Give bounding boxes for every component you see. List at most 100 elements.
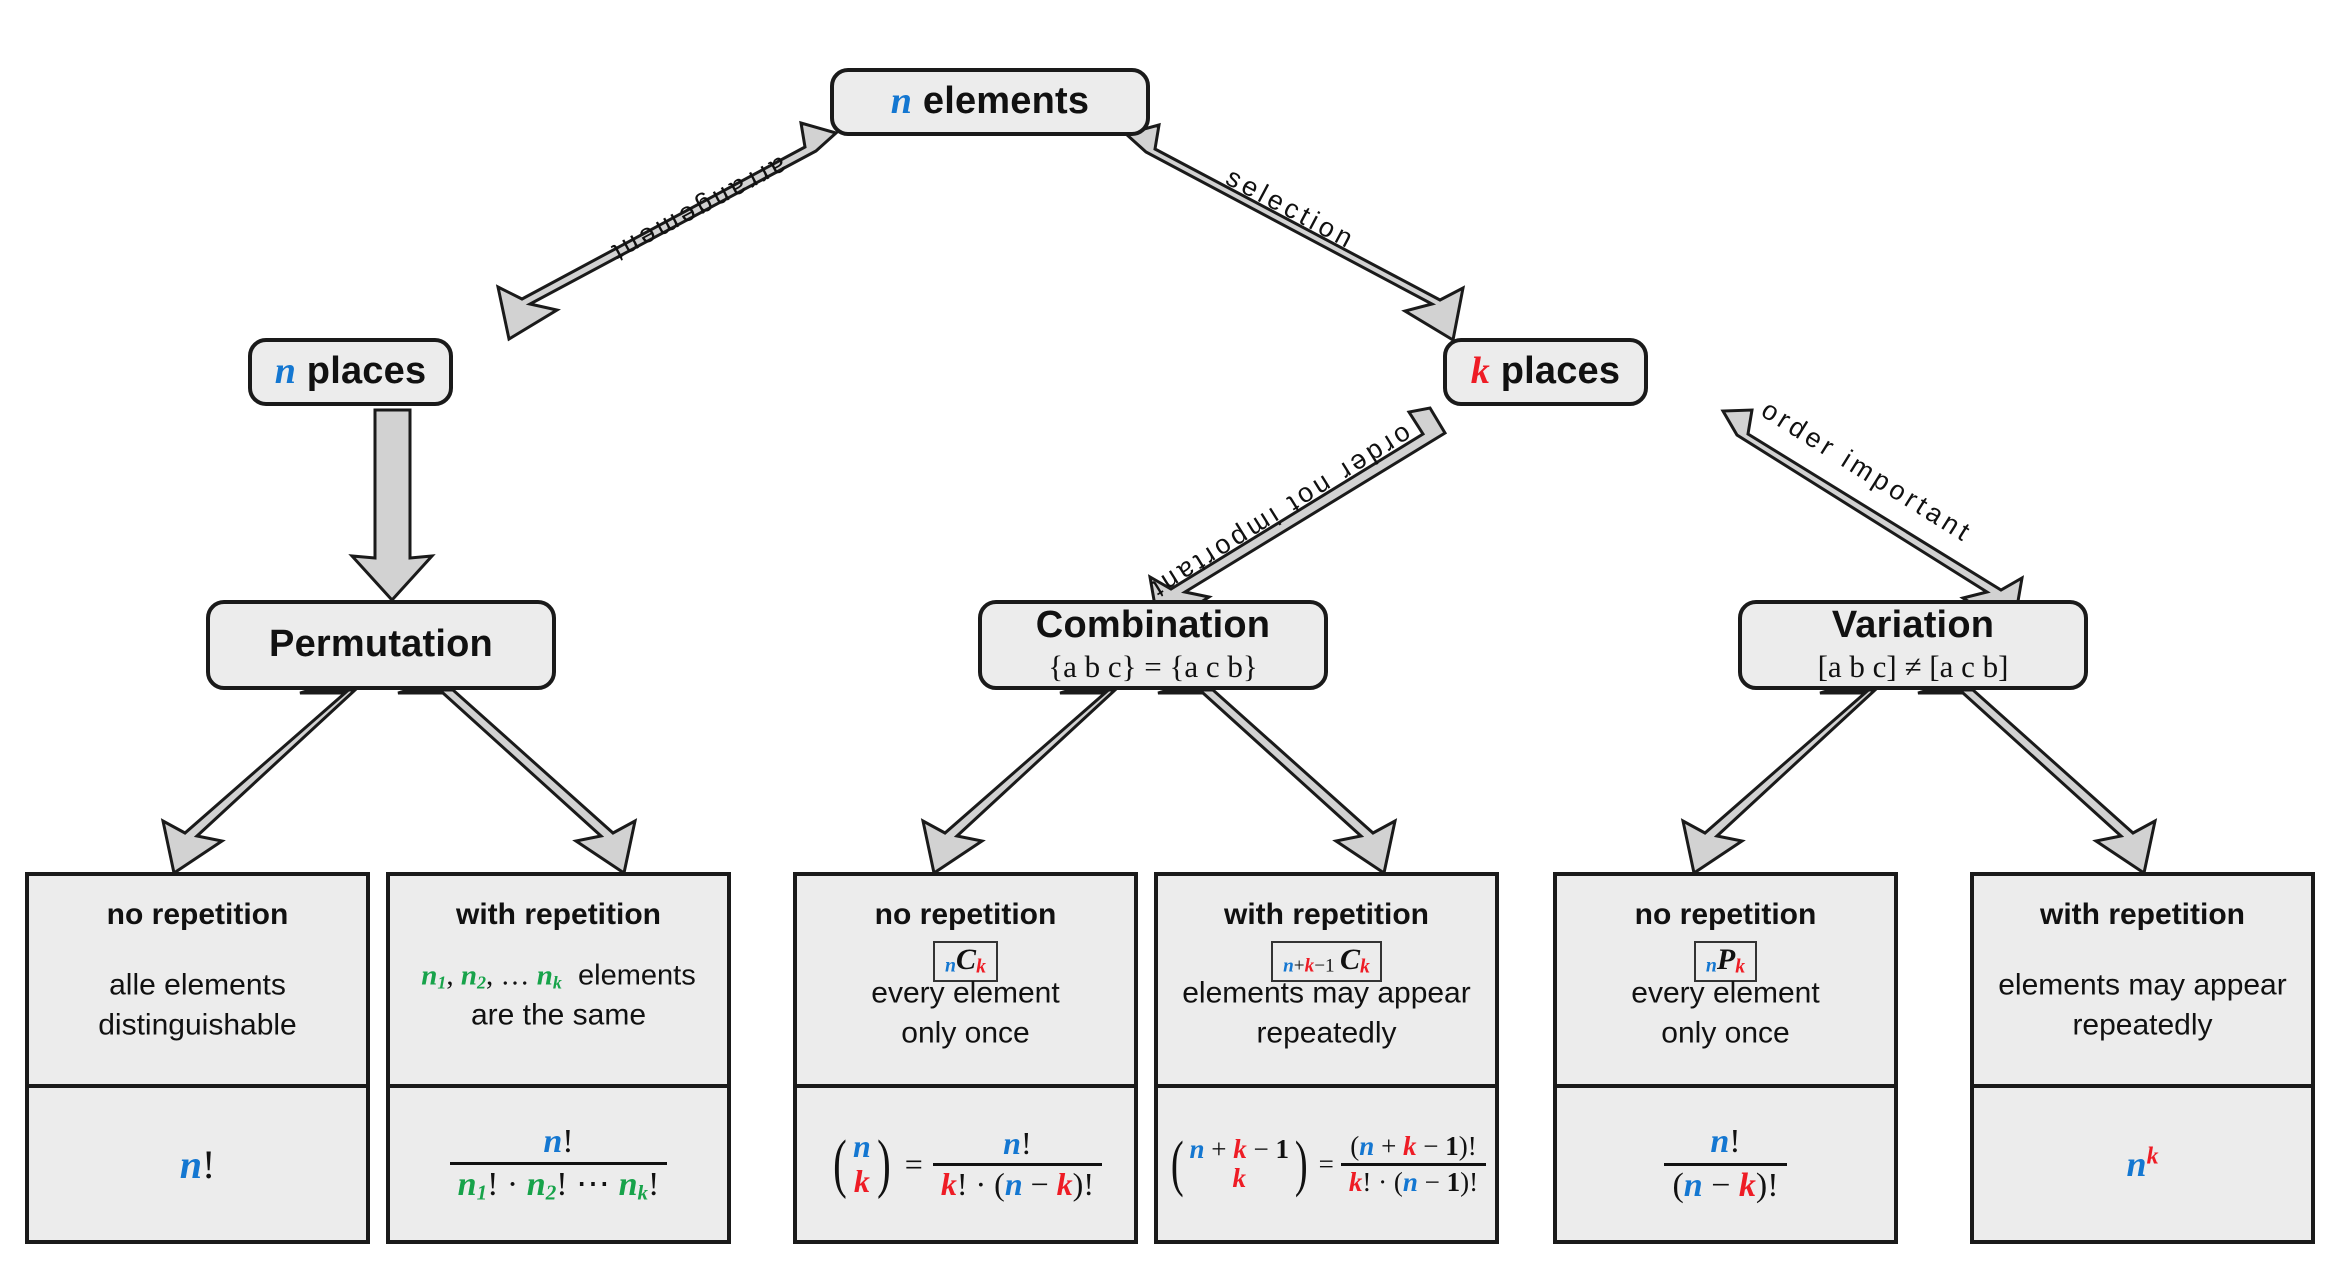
arrow-k-places-to-variation [1720,408,2025,633]
leaf-formula: n! [29,1088,366,1240]
leaf-head: no repetition [106,898,289,931]
leaf-desc-line-2: repeatedly [2072,1008,2213,1042]
fraction-numerator: (n + k − 1)! [1350,1130,1477,1161]
leaf-formula: ( n + k − 1 k ) = (n + k − 1)! k! · (n −… [1158,1088,1495,1240]
leaf-desc-line-2: only once [901,1016,1030,1050]
binomial-coefficient: ( n k ) [833,1127,891,1200]
arrow-permutation-to-leaf-1 [160,688,359,876]
node-k-places[interactable]: k places [1443,338,1648,406]
fraction-numerator: n! [1710,1123,1741,1161]
formula-factorial: ! [201,1141,216,1187]
var-nk: nk [536,959,562,993]
leaf-head: with repetition [1224,898,1429,931]
arrow-combination-to-leaf-3 [920,688,1119,876]
leaf-notation-npkm1Ck: n+k−1 Ck [1271,940,1382,982]
fraction-numerator: n! [543,1123,574,1160]
leaf-desc-line-1: every element [1631,976,1820,1010]
leaf-variation-with-repetition[interactable]: with repetition elements may appear repe… [1970,872,2315,1244]
node-variation-title: Variation [1831,604,1995,646]
leaf-formula: ( n k ) = n! k! · (n − k)! [797,1088,1134,1240]
leaf-desc-line-2: distinguishable [98,1008,297,1042]
node-combination[interactable]: Combination {a b c} = {a c b} [978,600,1328,690]
var-k: k [1470,350,1490,393]
leaf-desc-line-1: elements may appear [1998,968,2287,1002]
leaf-variation-no-repetition[interactable]: no repetition nPk every element only onc… [1553,872,1898,1244]
var-n1: n1 [421,959,447,993]
arrow-n-places-to-permutation [348,408,436,603]
leaf-notation-nPk: nPk [1693,940,1758,982]
node-n-places-label: n places [274,350,427,393]
node-permutation[interactable]: Permutation [206,600,556,690]
node-combination-title: Combination [1035,604,1271,646]
leaf-upper: no repetition nPk every element only onc… [1557,876,1894,1088]
formula-k-exponent: k [2146,1143,2159,1170]
fraction-numerator: n! [1003,1124,1032,1161]
leaf-upper: no repetition alle elements distinguisha… [29,876,366,1088]
var-n: n [890,80,913,123]
leaf-permutation-with-repetition[interactable]: with repetition n1, n2, … nk elements ar… [386,872,731,1244]
leaf-upper: with repetition elements may appear repe… [1974,876,2311,1088]
leaf-desc-line-1: alle elements [109,968,286,1002]
leaf-desc-line-2: repeatedly [1256,1016,1397,1050]
node-variation[interactable]: Variation [a b c] ≠ [a c b] [1738,600,2088,690]
leaf-formula: nk [1974,1088,2311,1240]
edge-label-arrangement: arrangement [604,150,793,270]
node-variation-subtitle: [a b c] ≠ [a c b] [1817,648,2009,684]
binomial-coefficient: ( n + k − 1 k ) [1170,1129,1308,1198]
leaf-head: with repetition [2040,898,2245,931]
node-permutation-title: Permutation [269,623,493,666]
leaf-desc-line-1: every element [871,976,1060,1010]
fraction: n! (n − k)! [1664,1123,1787,1204]
node-k-places-text: places [1500,350,1621,393]
leaf-upper: with repetition n+k−1 Ck elements may ap… [1158,876,1495,1088]
arrow-combination-to-leaf-4 [1157,688,1398,876]
leaf-desc-line-2: only once [1661,1016,1790,1050]
fraction-denominator: k! · (n − 1)! [1340,1162,1487,1197]
node-n-elements[interactable]: n elements [830,68,1150,136]
leaf-head: with repetition [456,898,661,931]
leaf-notation-nCk: nCk [933,940,998,982]
leaf-description: alle elements distinguishable [29,966,366,1045]
fraction-denominator: n1! · n2! ⋯ nk! [449,1162,668,1204]
node-n-places[interactable]: n places [248,338,453,406]
leaf-desc-line-1: n1, n2, … nk elements [421,959,696,993]
node-n-elements-label: n elements [890,80,1090,123]
fraction-denominator: k! · (n − k)! [932,1162,1102,1202]
node-combination-subtitle: {a b c} = {a c b} [1048,648,1258,684]
leaf-description: elements may appear repeatedly [1158,974,1495,1053]
leaf-head: no repetition [874,898,1057,931]
arrow-root-to-k-places [1122,122,1466,343]
arrow-variation-to-leaf-6 [1917,688,2158,876]
leaf-desc-word: elements [569,959,696,992]
leaf-desc-line-1: elements may appear [1182,976,1471,1010]
leaf-formula: n! n1! · n2! ⋯ nk! [390,1088,727,1240]
leaf-upper: with repetition n1, n2, … nk elements ar… [390,876,727,1088]
fraction: (n + k − 1)! k! · (n − 1)! [1340,1130,1487,1197]
node-n-places-text: places [306,350,427,393]
var-n: n [274,350,297,393]
node-k-places-label: k places [1470,350,1621,393]
leaf-description: every element only once [1557,974,1894,1053]
edge-label-order-important: order important [1756,394,1979,549]
fraction-denominator: (n − k)! [1664,1162,1787,1204]
leaf-description: elements may appear repeatedly [1974,966,2311,1045]
leaf-description: n1, n2, … nk elements are the same [390,957,727,1035]
var-n2: n2 [460,959,487,993]
leaf-desc-line-2: are the same [470,998,647,1032]
edge-label-order-not-important: order not important [1143,419,1418,606]
leaf-combination-no-repetition[interactable]: no repetition nCk every element only onc… [793,872,1138,1244]
leaf-description: every element only once [797,974,1134,1053]
arrow-variation-to-leaf-5 [1680,688,1879,876]
arrow-permutation-to-leaf-2 [397,688,638,876]
leaf-permutation-no-repetition[interactable]: no repetition alle elements distinguisha… [25,872,370,1244]
fraction: n! k! · (n − k)! [932,1124,1102,1202]
node-n-elements-text: elements [922,80,1090,123]
leaf-formula: n! (n − k)! [1557,1088,1894,1240]
leaf-head: no repetition [1634,898,1817,931]
leaf-upper: no repetition nCk every element only onc… [797,876,1134,1088]
fraction: n! n1! · n2! ⋯ nk! [449,1123,668,1204]
leaf-combination-with-repetition[interactable]: with repetition n+k−1 Ck elements may ap… [1154,872,1499,1244]
edge-label-selection: selection [1221,161,1362,256]
formula-n: n [179,1141,202,1187]
